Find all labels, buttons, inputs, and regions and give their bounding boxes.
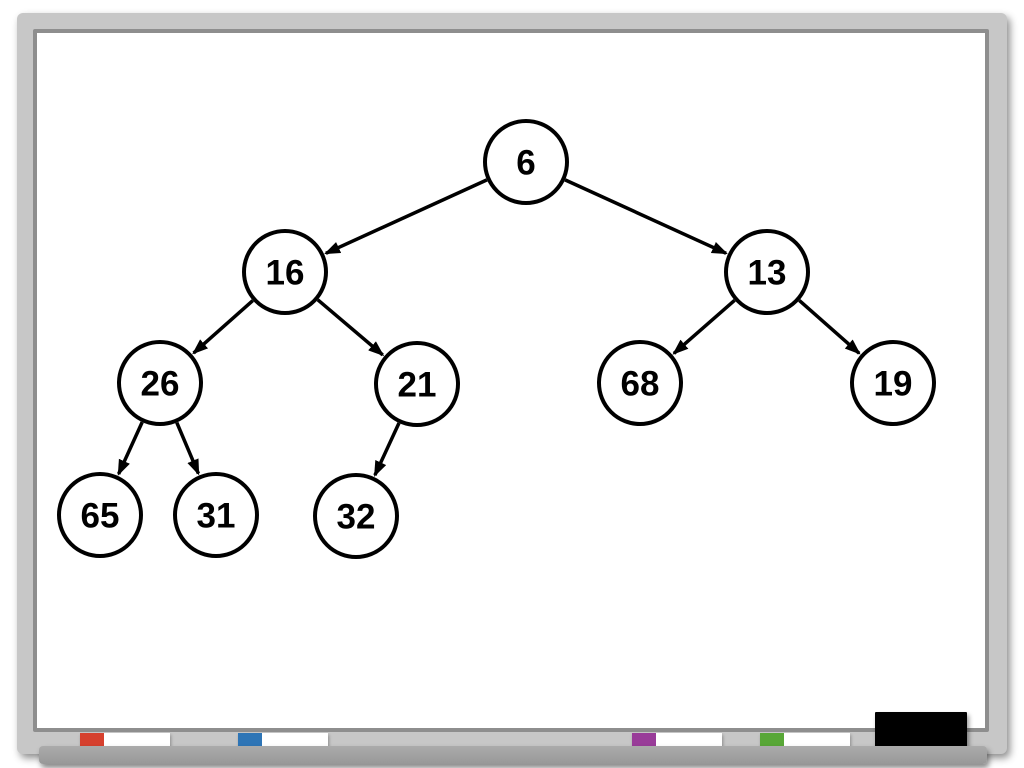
whiteboard-frame	[17, 13, 1007, 754]
whiteboard-eraser	[875, 712, 967, 747]
whiteboard-surface	[33, 29, 989, 732]
marker-tray	[39, 746, 987, 764]
purple-marker	[632, 733, 722, 746]
red-marker-body	[104, 733, 170, 746]
blue-marker-tip	[238, 733, 262, 746]
green-marker	[760, 733, 850, 746]
purple-marker-tip	[632, 733, 656, 746]
green-marker-tip	[760, 733, 784, 746]
green-marker-body	[784, 733, 850, 746]
red-marker	[80, 733, 170, 746]
red-marker-tip	[80, 733, 104, 746]
blue-marker-body	[262, 733, 328, 746]
purple-marker-body	[656, 733, 722, 746]
blue-marker	[238, 733, 328, 746]
